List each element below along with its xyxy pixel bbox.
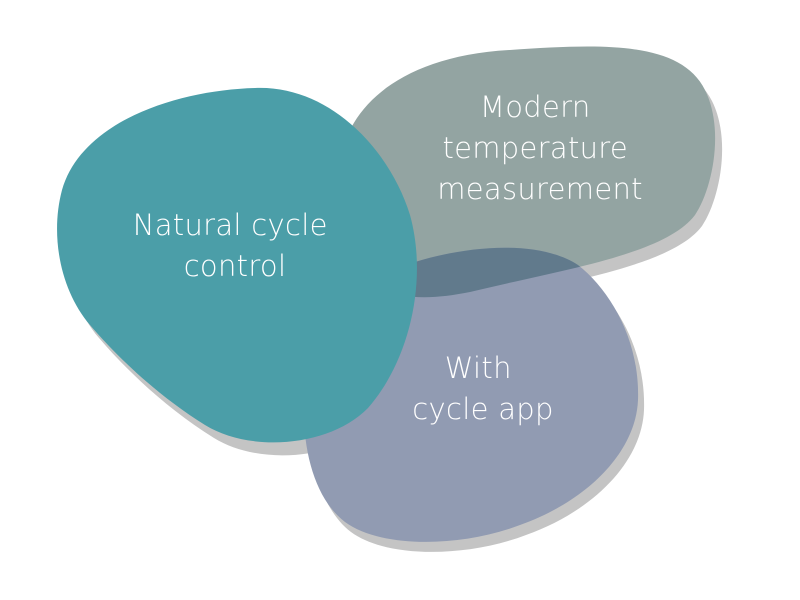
natural-cycle-blob bbox=[57, 87, 417, 443]
natural-cycle-label-line-2: control bbox=[184, 249, 287, 283]
app-label-line-1: With bbox=[445, 351, 512, 385]
natural-cycle-label-line-1: Natural cycle bbox=[133, 208, 328, 242]
app-label: With cycle app bbox=[412, 351, 553, 426]
temperature-label-line-3: measurement bbox=[437, 172, 643, 206]
temperature-blob bbox=[342, 46, 716, 298]
app-label-line-2: cycle app bbox=[412, 392, 553, 426]
natural-cycle-label: Natural cycle control bbox=[133, 208, 338, 283]
temperature-label: Modern temperature measurement bbox=[437, 90, 643, 206]
temperature-label-line-1: Modern bbox=[480, 90, 591, 124]
temperature-label-line-2: temperature bbox=[442, 131, 628, 165]
